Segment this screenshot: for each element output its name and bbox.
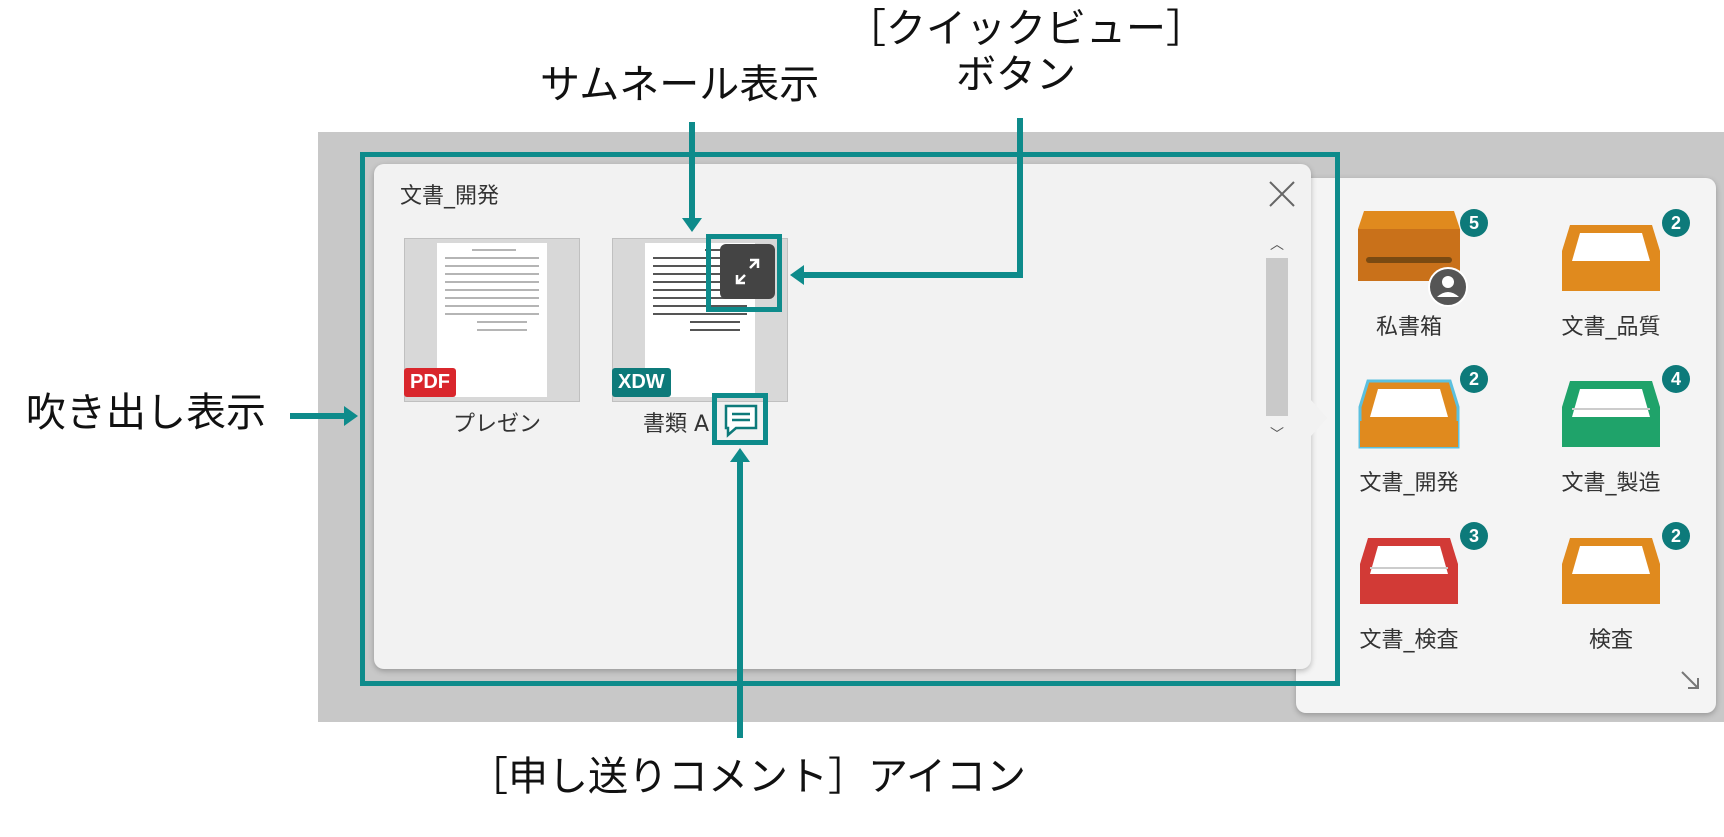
inbox-tray-icon — [1358, 379, 1460, 449]
callout-line — [290, 413, 346, 419]
tray-label: 私書箱 — [1375, 315, 1442, 340]
callout-quick-view: ［クイックビュー］ ボタン — [846, 6, 1206, 98]
pdf-badge: PDF — [404, 368, 456, 397]
user-icon — [1428, 267, 1468, 307]
scroll-up-arrow[interactable]: ︿ — [1270, 237, 1284, 253]
tray-label: 文書_開発 — [1359, 471, 1459, 496]
tray-inspection-docs[interactable]: 3 文書_検査 — [1354, 518, 1488, 668]
tray-quality[interactable]: 2 文書_品質 — [1556, 205, 1690, 355]
callout-thumbnail-display: サムネール表示 — [540, 62, 820, 108]
expand-icon — [735, 258, 760, 285]
popup-title: 文書_開発 — [400, 184, 500, 209]
count-badge: 4 — [1662, 365, 1690, 393]
tray-development[interactable]: 2 文書_開発 — [1354, 361, 1488, 511]
callout-line — [689, 122, 695, 218]
callout-line — [802, 272, 1023, 278]
file-label-presentation: プレゼン — [453, 412, 542, 437]
file-label-document-a: 書類 A — [643, 412, 710, 437]
count-badge: 2 — [1460, 365, 1488, 393]
inbox-tray-icon — [1562, 225, 1660, 291]
callout-comment-icon: ［申し送りコメント］アイコン — [468, 754, 1026, 800]
callout-arrowhead — [790, 265, 804, 285]
balloon-pointer — [1311, 400, 1327, 436]
comment-icon-highlight — [712, 393, 768, 445]
tray-label: 文書_製造 — [1561, 471, 1661, 496]
count-badge: 5 — [1460, 209, 1488, 237]
callout-line — [737, 462, 743, 738]
callout-arrowhead — [730, 448, 750, 462]
inbox-tray-icon — [1562, 381, 1660, 447]
resize-arrow-icon[interactable] — [1678, 668, 1702, 692]
inbox-tray-icon — [1360, 538, 1458, 604]
callout-balloon-display: 吹き出し表示 — [26, 390, 266, 436]
private-mailbox-icon — [1358, 211, 1460, 281]
scroll-down-arrow[interactable]: ﹀ — [1270, 427, 1284, 443]
balloon-highlight-frame — [360, 152, 1340, 686]
tray-label: 文書_検査 — [1359, 628, 1459, 653]
comment-icon[interactable] — [722, 402, 760, 438]
quick-view-button[interactable] — [720, 244, 775, 299]
count-badge: 2 — [1662, 209, 1690, 237]
tray-label: 文書_品質 — [1561, 315, 1661, 340]
callout-line — [1017, 118, 1023, 278]
xdw-badge: XDW — [612, 368, 671, 397]
close-icon[interactable] — [1264, 176, 1300, 212]
tray-manufacturing[interactable]: 4 文書_製造 — [1556, 361, 1690, 511]
callout-quick-view-line2: ボタン — [956, 52, 1076, 98]
tray-inspection[interactable]: 2 検査 — [1556, 518, 1690, 668]
tray-label: 検査 — [1588, 628, 1633, 653]
callout-quick-view-line1: ［クイックビュー］ — [846, 6, 1206, 52]
count-badge: 2 — [1662, 522, 1690, 550]
tray-private-mailbox[interactable]: 5 私書箱 — [1354, 205, 1488, 355]
count-badge: 3 — [1460, 522, 1488, 550]
inbox-tray-icon — [1562, 538, 1660, 604]
quick-view-highlight — [706, 234, 782, 312]
callout-arrowhead — [344, 406, 358, 426]
scrollbar-thumb[interactable] — [1266, 258, 1288, 416]
callout-arrowhead — [682, 218, 702, 232]
